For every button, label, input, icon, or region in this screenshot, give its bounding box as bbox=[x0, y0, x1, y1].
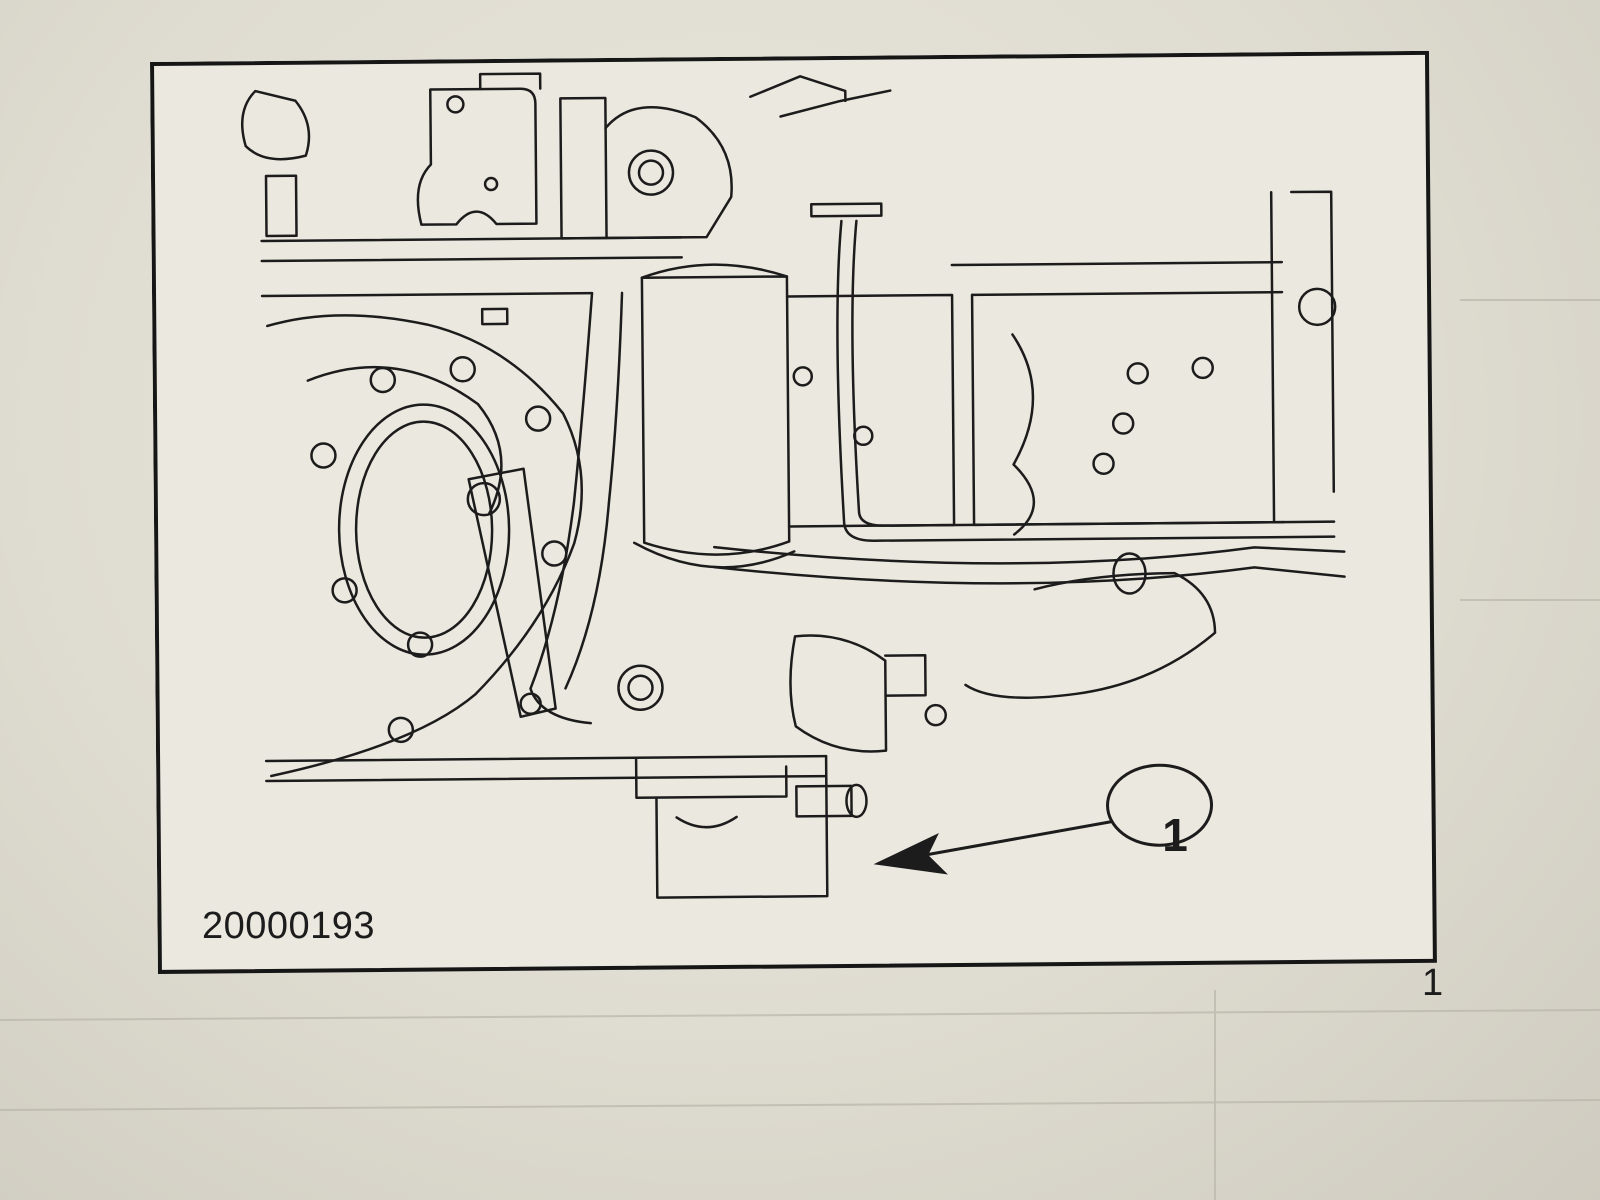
figure-frame bbox=[150, 50, 1453, 980]
callout-marker bbox=[911, 763, 1214, 859]
engine-line-drawing bbox=[150, 50, 1437, 974]
callout-number: 1 bbox=[1162, 809, 1188, 861]
arrow-icon bbox=[873, 833, 948, 875]
figure-number: 20000193 bbox=[202, 905, 376, 947]
page-number: 1 bbox=[1422, 962, 1444, 1004]
